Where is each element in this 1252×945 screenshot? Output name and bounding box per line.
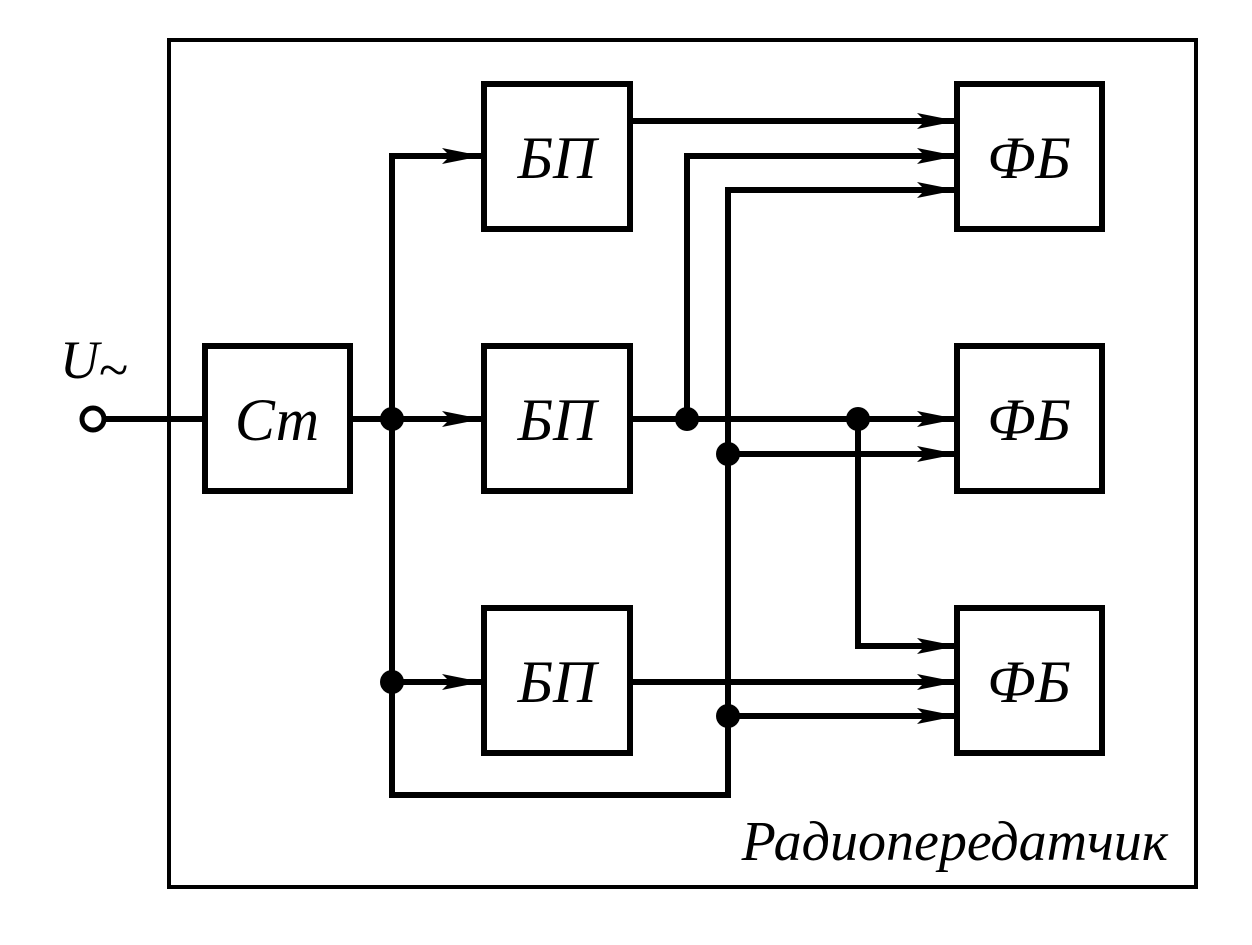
junction-dot [846,407,870,431]
svg-text:U~: U~ [60,330,128,400]
power-unit-2: БП [481,343,633,494]
input-terminal-circle [79,405,107,433]
power-unit-1: БП [481,81,633,232]
wire-bus-to-power-unit-1 [389,148,482,419]
junction-dot [716,442,740,466]
stabilizer-block: Ст [202,343,353,494]
wiring [104,113,957,798]
functional-block-1: ФБ [954,81,1105,232]
functional-block-label: ФБ [987,125,1071,191]
input-voltage-symbol: U [60,330,102,390]
input-voltage-subscript: ~ [99,340,128,400]
wire-power-unit-2-to-fb-1 [684,148,957,419]
power-unit-label: БП [517,125,600,191]
wire-bypass-loop [389,182,957,798]
input-terminal: U~ [60,330,128,433]
functional-block-label: ФБ [987,387,1071,453]
functional-block-2: ФБ [954,343,1105,494]
wire-power-unit-2-to-fb-3 [855,419,957,654]
functional-block-3: ФБ [954,605,1105,756]
junction-dot [380,670,404,694]
junction-dot [716,704,740,728]
junction-dot [380,407,404,431]
enclosure-label: Радиопередатчик [741,811,1169,873]
functional-block-label: ФБ [987,649,1071,715]
stabilizer-label: Ст [235,387,319,453]
junctions [380,407,870,728]
radio-transmitter-enclosure [167,38,1198,889]
power-unit-label: БП [517,649,600,715]
power-unit-3: БП [481,605,633,756]
junction-dot [675,407,699,431]
power-unit-label: БП [517,387,600,453]
